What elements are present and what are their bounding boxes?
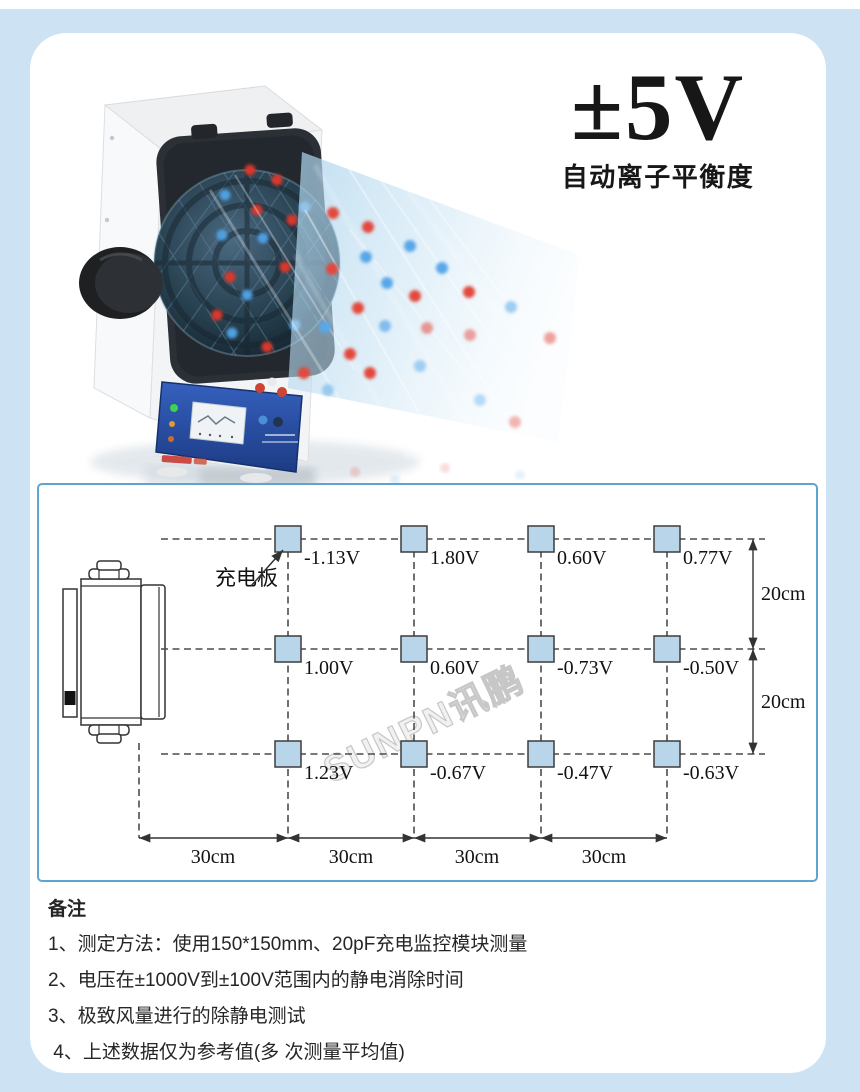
charge-plate-marker	[274, 635, 302, 663]
voltage-label: -0.63V	[683, 762, 740, 784]
airflow-cone	[208, 152, 581, 461]
voltage-labels: -1.13V 1.80V 0.60V 0.77V 1.00V 0.60V -0.…	[304, 547, 740, 784]
charge-plate-marker	[527, 525, 555, 553]
led-orange	[169, 421, 175, 427]
led-green	[170, 404, 178, 412]
charge-plate-marker	[274, 740, 302, 768]
voltage-label: 0.60V	[430, 657, 480, 679]
callout-arrow	[250, 549, 284, 587]
voltage-label: 0.60V	[557, 547, 607, 569]
charge-plate-marker	[653, 525, 681, 553]
charge-plate-marker	[400, 740, 428, 768]
housing-clip	[191, 123, 218, 140]
panel-button-blue	[258, 415, 268, 425]
control-panel	[155, 377, 303, 473]
subheadline-ion-balance: 自动离子平衡度	[561, 162, 755, 193]
note-item-3: 3、极致风量进行的除静电测试	[48, 1006, 306, 1027]
measurement-diagram: SUNPN讯鹏	[62, 525, 806, 868]
charge-plate-marker	[527, 635, 555, 663]
ion-dots-spray	[298, 207, 556, 428]
note-item-4: 4、上述数据仅为参考值(多 次测量平均值)	[48, 1042, 405, 1063]
horizontal-dimension: 30cm 30cm 30cm 30cm	[139, 833, 667, 868]
spacing-label-20cm: 20cm	[761, 583, 806, 605]
top-white-strip	[0, 0, 860, 9]
charge-plate-marker	[274, 525, 302, 553]
panel-button-dark	[273, 417, 283, 427]
spacing-label-30cm: 30cm	[455, 846, 500, 868]
airflow-streaks	[208, 157, 581, 461]
voltage-label: 1.00V	[304, 657, 354, 679]
spacing-label-30cm: 30cm	[191, 846, 236, 868]
voltage-label: 1.23V	[304, 762, 354, 784]
ionizer-side-view-drawing	[62, 560, 166, 744]
spacing-label-30cm: 30cm	[329, 846, 374, 868]
notes-title: 备注	[48, 899, 87, 920]
voltage-label: -1.13V	[304, 547, 361, 569]
note-item-2: 2、电压在±1000V到±100V范围内的静电消除时间	[48, 970, 464, 991]
charge-plate-callout: 充电板	[215, 549, 284, 590]
adjust-knob	[79, 247, 163, 319]
panel-button-red	[255, 383, 265, 393]
voltage-label: 1.80V	[430, 547, 480, 569]
measurement-diagram-panel: SUNPN讯鹏	[37, 483, 818, 882]
brand-logo-mark	[161, 455, 192, 464]
panel-button	[267, 377, 277, 387]
charge-plate-marker	[527, 740, 555, 768]
charge-plate-marker	[400, 525, 428, 553]
charge-plate-marker	[653, 740, 681, 768]
screw-dot	[109, 135, 115, 141]
hero-block: ±5V 自动离子平衡度	[530, 54, 786, 194]
spacing-label-30cm: 30cm	[582, 846, 627, 868]
charge-plate-marker	[653, 635, 681, 663]
vertical-dimension: 20cm 20cm	[748, 539, 806, 754]
voltage-label: -0.50V	[683, 657, 740, 679]
notes-section: 备注 1、测定方法：使用150*150mm、20pF充电监控模块测量 2、电压在…	[48, 894, 792, 1078]
charge-plate-callout-label: 充电板	[215, 566, 278, 590]
voltage-label: -0.67V	[430, 762, 487, 784]
spacing-label-20cm: 20cm	[761, 691, 806, 713]
housing-clip	[266, 112, 293, 128]
charge-plate-markers	[274, 525, 681, 768]
dashed-grid-lines	[138, 538, 765, 838]
voltage-label: 0.77V	[683, 547, 733, 569]
voltage-label: -0.73V	[557, 657, 614, 679]
content-card: ±5V 自动离子平衡度	[30, 33, 826, 1073]
ion-dots-inside-fan	[211, 164, 311, 353]
panel-button-red	[277, 387, 287, 397]
product-photo	[79, 85, 581, 496]
headline-ion-balance-value: ±5V	[570, 54, 746, 160]
screw-dot	[104, 217, 110, 223]
voltage-label: -0.47V	[557, 762, 614, 784]
led-amber	[168, 436, 174, 442]
note-item-1: 1、测定方法：使用150*150mm、20pF充电监控模块测量	[48, 934, 528, 955]
charge-plate-marker	[400, 635, 428, 663]
